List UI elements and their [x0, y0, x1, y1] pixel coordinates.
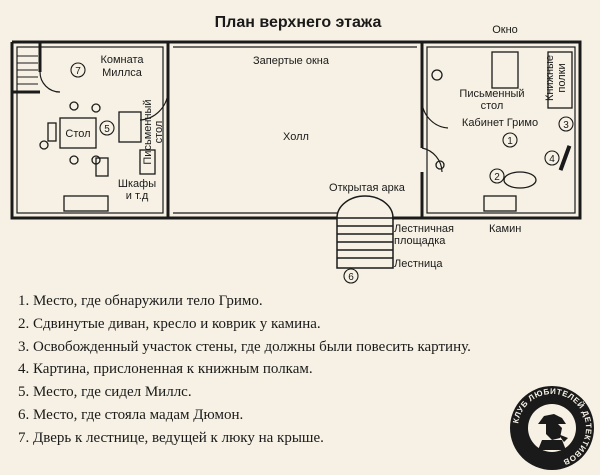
label-bookshelves-1: Книжные — [544, 55, 556, 101]
marker-7-circle — [70, 62, 86, 78]
label-mills-room-2: Миллса — [102, 67, 143, 79]
label-grimaud-desk-1: Письменный — [459, 88, 524, 100]
marker-1: 1 — [507, 136, 513, 147]
label-fireplace: Камин — [489, 223, 521, 235]
detective-club-seal: КЛУБ ЛЮБИТЕЛЕЙ ДЕТЕКТИВОВ — [510, 386, 594, 470]
label-locked-windows: Запертые окна — [253, 55, 330, 67]
legend-item: 6. Место, где стояла мадам Дюмон. — [18, 406, 244, 423]
label-stairs: Лестница — [394, 258, 443, 270]
staircase — [336, 195, 394, 269]
legend-item: 4. Картина, прислоненная к книжным полка… — [18, 361, 313, 378]
label-window: Окно — [492, 24, 518, 36]
label-bookshelves-2: полки — [556, 63, 568, 92]
rug — [503, 171, 537, 189]
legend-item: 5. Место, где сидел Миллс. — [18, 384, 192, 401]
legend-item: 3. Освобожденный участок стены, где долж… — [18, 338, 471, 355]
label-hall: Холл — [283, 131, 309, 143]
detective-silhouette-icon — [538, 414, 568, 450]
label-open-arch: Открытая арка — [329, 182, 406, 194]
table-rect — [59, 117, 97, 149]
cabinet-left — [95, 157, 109, 177]
door-study-top — [421, 99, 449, 129]
door-7 — [39, 71, 61, 93]
legend-list: 1. Место, где обнаружили тело Гримо. 2. … — [18, 290, 593, 450]
walls — [10, 40, 582, 220]
label-mills-desk-1: Письменный — [142, 99, 154, 164]
floor-plan: План верхнего этажа — [10, 14, 582, 284]
legend-item: 2. Сдвинутые диван, кресло и коврик у ка… — [18, 315, 321, 332]
marker-4: 4 — [549, 154, 555, 165]
painting — [558, 145, 572, 171]
roof-stair — [17, 55, 38, 85]
marker-3: 3 — [563, 120, 569, 131]
marker-5-circle — [99, 120, 115, 136]
marker-2: 2 — [494, 172, 500, 183]
label-grimaud-study: Кабинет Гримо — [462, 117, 538, 129]
marker-2-circle — [489, 168, 505, 184]
grimaud-desk-rect — [491, 51, 519, 89]
mills-fireplace — [63, 195, 109, 212]
door-mills — [139, 91, 169, 121]
marker-7: 7 — [75, 66, 81, 77]
marker-1-circle — [502, 132, 518, 148]
label-landing-2: площадка — [394, 235, 446, 247]
marker-3-circle — [558, 116, 574, 132]
bookshelves-rect — [547, 51, 573, 109]
label-mills-desk-2: стол — [153, 121, 165, 144]
label-table: Стол — [65, 128, 90, 140]
legend-item: 1. Место, где обнаружили тело Гримо. — [18, 293, 263, 309]
legend-item: 7. Дверь к лестнице, ведущей к люку на к… — [18, 429, 324, 446]
chair — [47, 122, 57, 142]
label-landing-1: Лестничная — [394, 223, 454, 235]
marker-4-circle — [544, 150, 560, 166]
plan-title: План верхнего этажа — [215, 14, 382, 31]
label-mills-room-1: Комната — [100, 54, 144, 66]
label-cabinets-2: и т.д — [126, 190, 149, 202]
marker-5: 5 — [104, 124, 110, 135]
label-grimaud-desk-2: стол — [481, 100, 504, 112]
marker-6-circle — [343, 268, 359, 284]
mills-desk-rect — [118, 111, 142, 143]
cabinet-right — [139, 149, 156, 175]
study-fireplace — [483, 195, 517, 212]
label-cabinets-1: Шкафы — [118, 178, 156, 190]
marker-6: 6 — [348, 272, 354, 283]
